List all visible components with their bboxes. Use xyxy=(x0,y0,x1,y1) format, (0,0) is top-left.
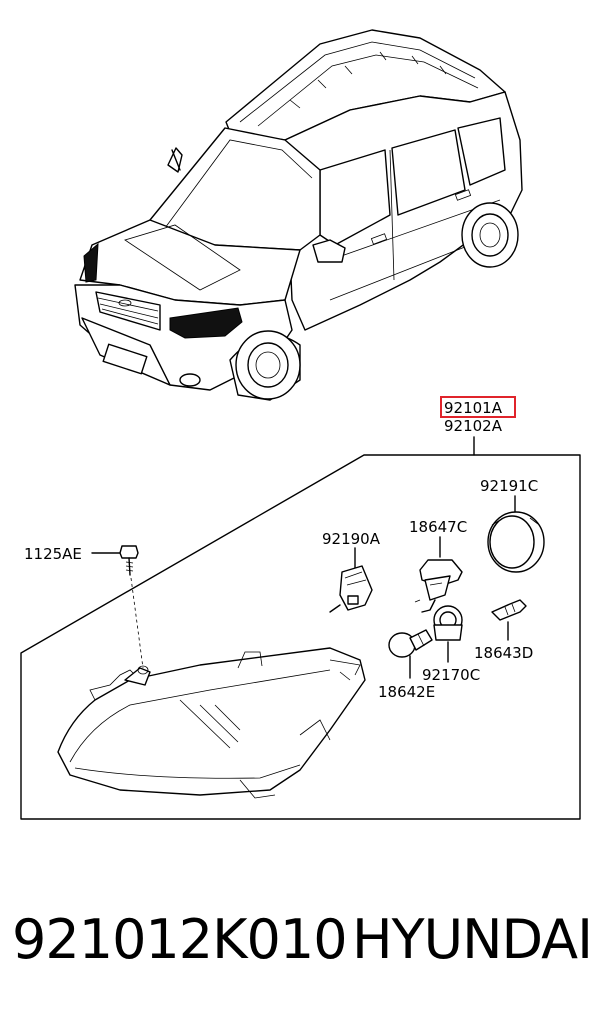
bolt-part xyxy=(119,545,139,576)
bulb-holder-part xyxy=(433,605,463,641)
label-92101A[interactable]: 92101A xyxy=(444,399,503,417)
main-bulb-part xyxy=(414,559,463,613)
label-92170C[interactable]: 92170C xyxy=(422,666,480,684)
label-92191C[interactable]: 92191C xyxy=(480,477,538,495)
label-92102A[interactable]: 92102A xyxy=(444,417,503,435)
label-18647C[interactable]: 18647C xyxy=(409,518,467,536)
headlamp-assembly xyxy=(57,647,366,799)
part-number-text: 921012K010 xyxy=(12,908,348,971)
highlight-box xyxy=(440,396,516,418)
parts-diagram: 92101A 92102A 1125AE 92190A 18647C xyxy=(20,29,581,820)
parts-frame xyxy=(20,454,581,820)
brand-text: HYUNDAI xyxy=(352,908,593,971)
car-illustration xyxy=(74,29,523,401)
small-bulb-part xyxy=(491,599,527,621)
footer: 921012K010 HYUNDAI xyxy=(0,900,602,980)
label-18643D[interactable]: 18643D xyxy=(474,644,533,662)
label-92190A[interactable]: 92190A xyxy=(322,530,381,548)
label-18642E[interactable]: 18642E xyxy=(378,683,435,701)
label-1125AE[interactable]: 1125AE xyxy=(24,545,82,563)
bulb-cover-part xyxy=(487,511,545,573)
socket-part xyxy=(329,565,373,613)
turn-bulb-part xyxy=(388,629,433,658)
